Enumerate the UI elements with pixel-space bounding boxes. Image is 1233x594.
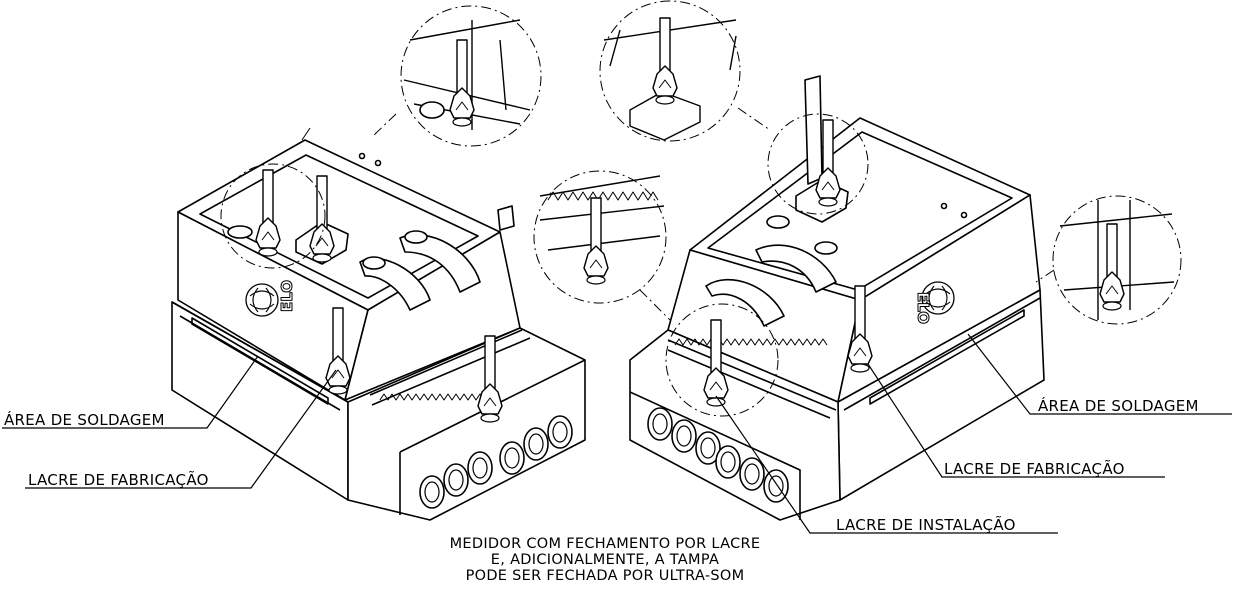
left-detail-circle <box>220 163 326 269</box>
left-factory-seal-label: LACRE DE FABRICAÇÃO <box>28 471 209 489</box>
right-factory-seal-label: LACRE DE FABRICAÇÃO <box>944 460 1125 478</box>
right-meter-terminal-block <box>629 329 841 521</box>
caption-line-3: PODE SER FECHADA POR ULTRA-SOM <box>465 568 745 584</box>
caption-line-2: E, ADICIONALMENTE, A TAMPA <box>490 552 720 568</box>
leader-right-factory-seal <box>867 363 1165 478</box>
installation-seal-label: LACRE DE INSTALAÇÃO <box>836 516 1016 534</box>
right-meter-logo-text: ELO <box>914 292 932 324</box>
left-meter-logo-text: ELO <box>278 280 296 312</box>
leader-left-weld-area <box>2 355 259 429</box>
left-center-zoom-detail <box>533 170 671 321</box>
diagram-caption: MEDIDOR COM FECHAMENTO POR LACRE E, ADIC… <box>380 536 830 584</box>
left-meter: ELO <box>171 5 671 521</box>
left-weld-area-label: ÁREA DE SOLDAGEM <box>4 411 165 429</box>
left-meter-logo <box>245 283 279 317</box>
right-side-zoom-detail <box>1035 195 1182 325</box>
left-top-zoom-detail <box>373 5 542 147</box>
left-meter-terminal-block <box>347 327 586 521</box>
installation-detail-circle <box>665 303 779 417</box>
right-meter-logo <box>921 281 955 315</box>
leader-installation-seal <box>715 395 1058 534</box>
right-detail-circle <box>767 113 869 215</box>
right-top-zoom-detail <box>599 0 771 142</box>
leader-lines <box>2 333 1232 534</box>
leader-right-weld-area <box>967 333 1232 415</box>
left-weld-area-slot <box>191 317 329 405</box>
right-meter: ELO <box>599 0 1182 521</box>
right-weld-area-label: ÁREA DE SOLDAGEM <box>1038 397 1199 415</box>
leader-left-factory-seal <box>25 369 337 489</box>
caption-line-1: MEDIDOR COM FECHAMENTO POR LACRE <box>449 536 761 552</box>
